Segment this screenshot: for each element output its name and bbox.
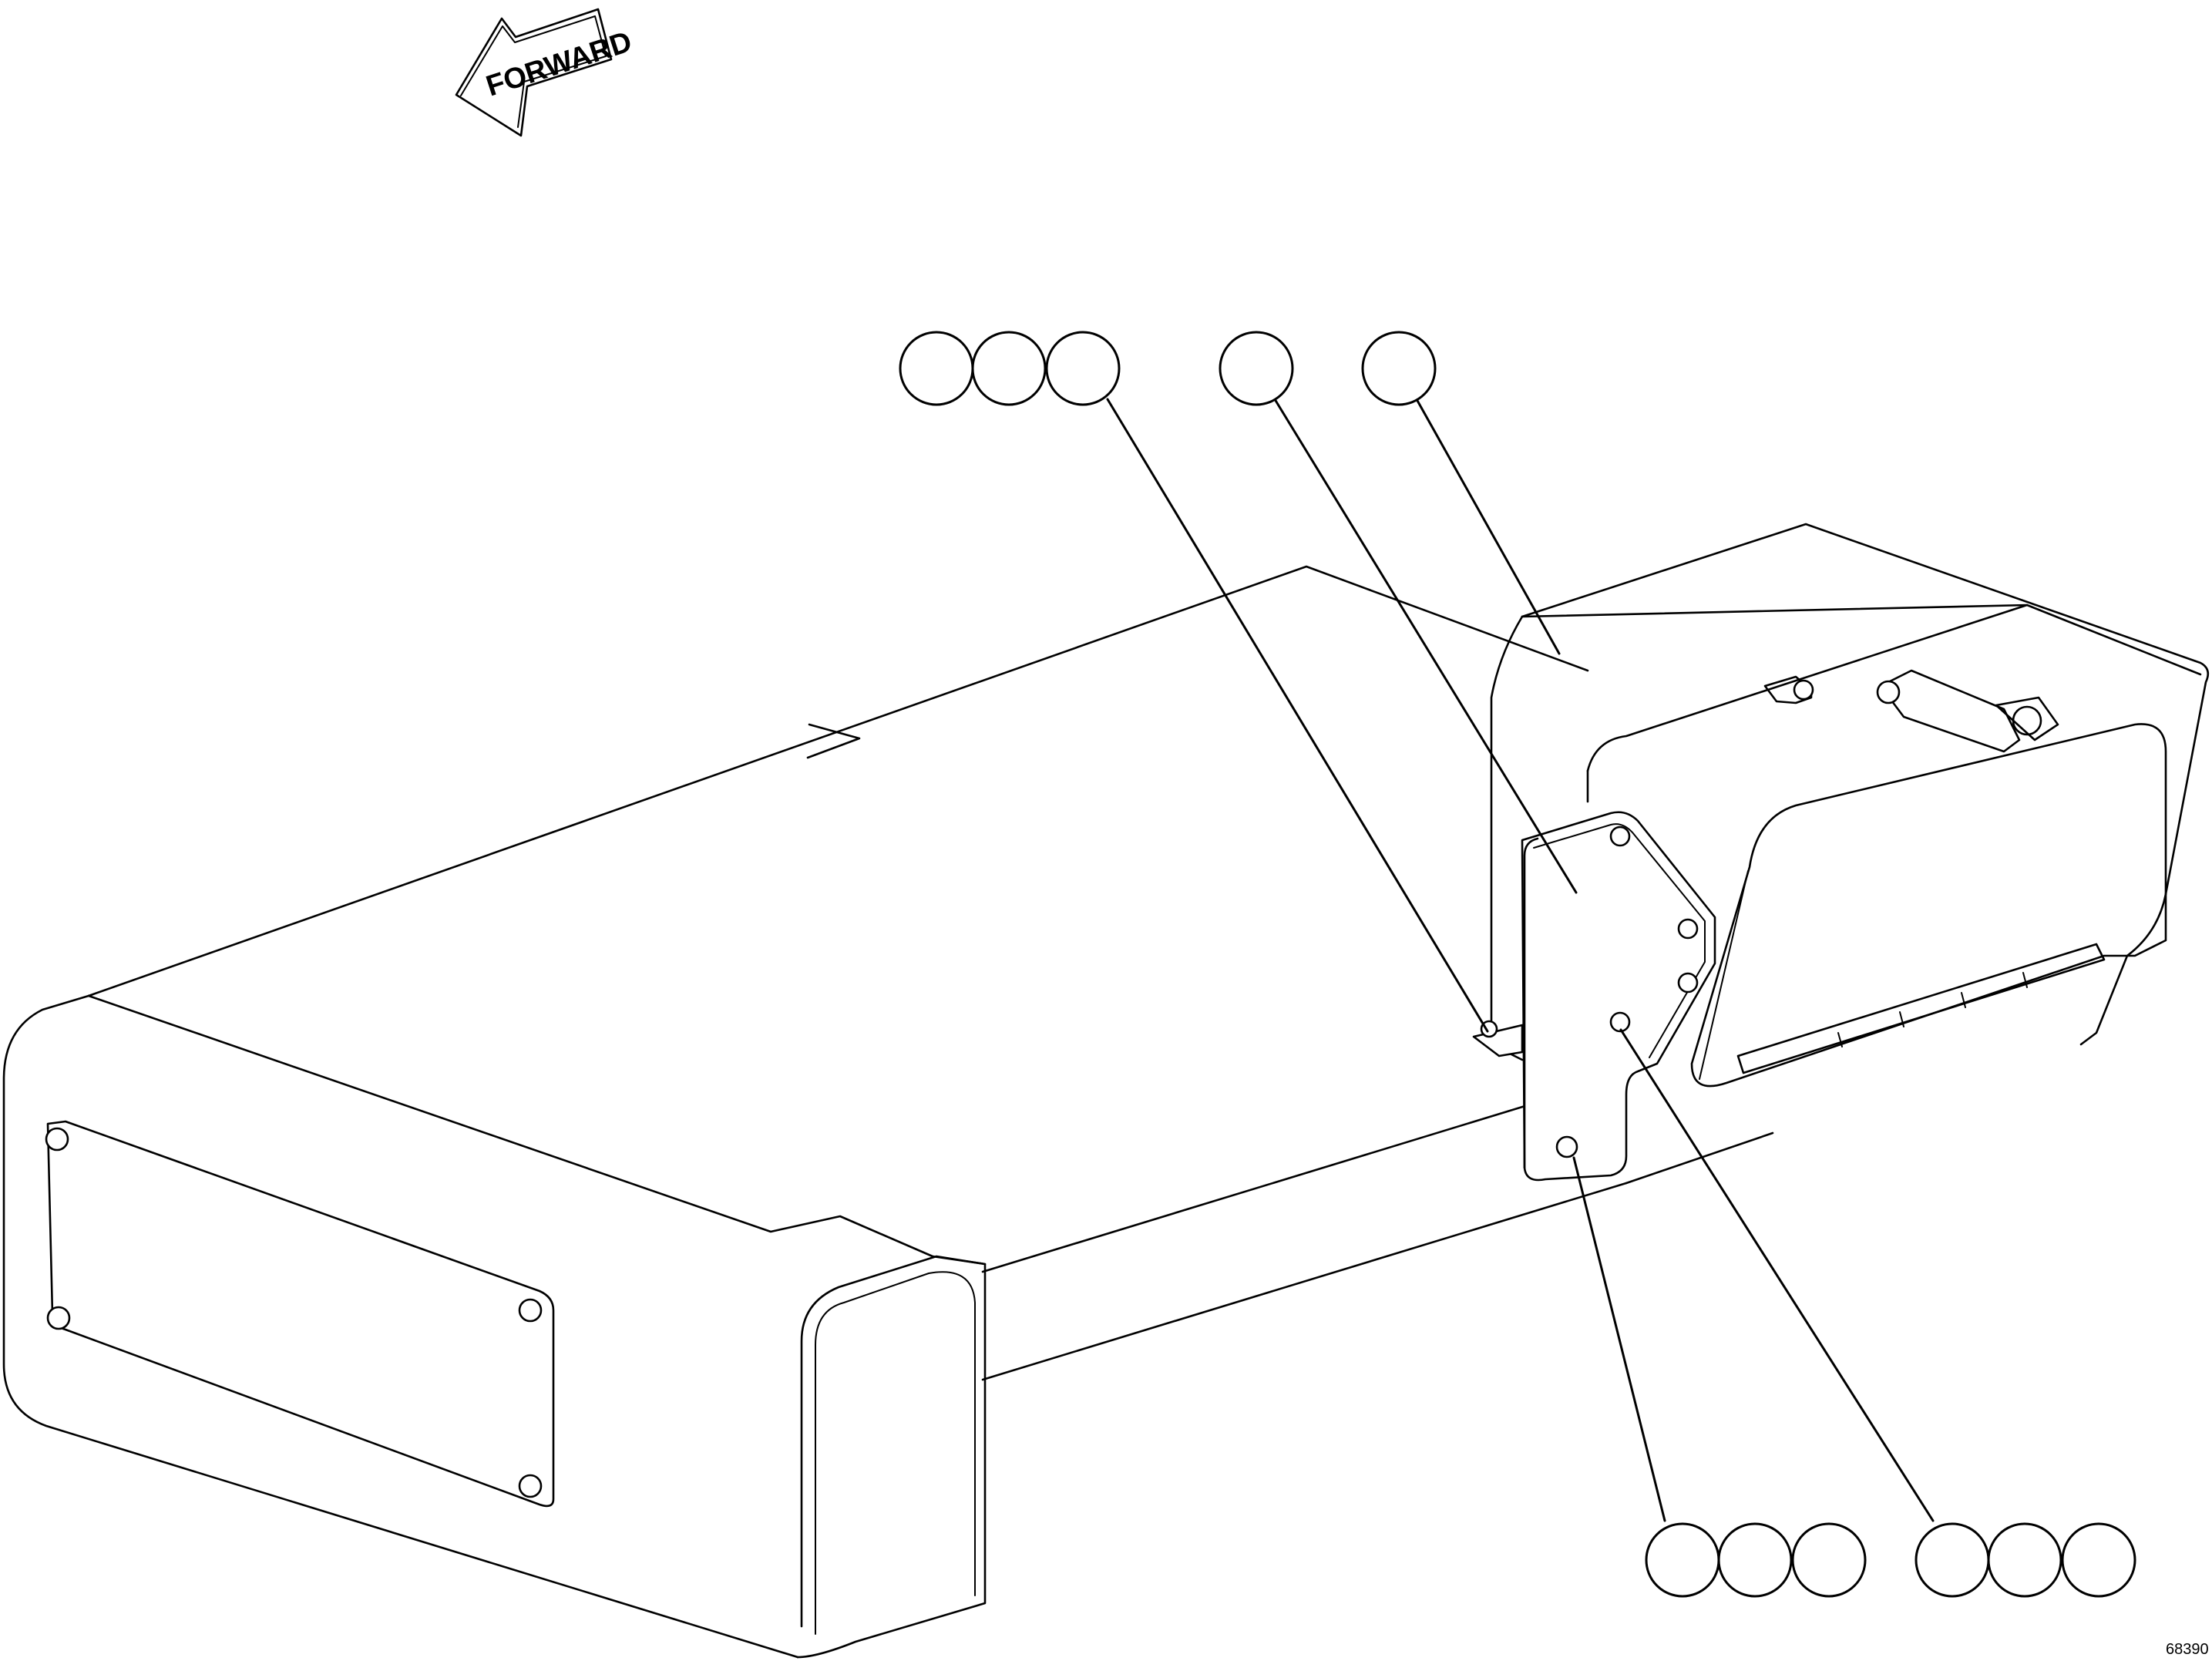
forward-arrow-label: FORWARD (482, 25, 636, 103)
panel-fastener (518, 1474, 543, 1498)
panel-fastener (518, 1298, 543, 1323)
callout-bubble[interactable] (1219, 331, 1294, 406)
callout-group-top-left (899, 331, 1121, 406)
callout-group-top-middle (1219, 331, 1294, 406)
leader-lines (1106, 398, 1935, 1522)
hinged-door (1690, 723, 2167, 1088)
panel-fastener (45, 1127, 69, 1152)
callout-group-bottom-right (1914, 1522, 2136, 1598)
console-body (2, 565, 1774, 1659)
callout-bubble[interactable] (1045, 331, 1121, 406)
latch-fastener (1876, 680, 1901, 704)
latch-fastener (1793, 679, 1814, 701)
callout-bubble[interactable] (1791, 1522, 1867, 1598)
bracket-fastener (1677, 918, 1699, 940)
mounting-bracket (1472, 811, 1716, 1182)
callout-bubble[interactable] (899, 331, 974, 406)
forward-arrow: FORWARD (455, 8, 636, 137)
callout-bubble[interactable] (1645, 1522, 1720, 1598)
latch-fastener (2012, 705, 2042, 736)
callout-group-top-right (1361, 331, 1437, 406)
callout-bubble[interactable] (1987, 1522, 2062, 1598)
bracket-fastener (1677, 972, 1699, 994)
callout-group-bottom-left (1645, 1522, 1867, 1598)
base-fastener (1480, 1020, 1498, 1038)
panel-fastener (46, 1306, 71, 1330)
callout-bubble[interactable] (971, 331, 1047, 406)
access-panel (45, 1120, 555, 1508)
callout-bubble[interactable] (2061, 1522, 2136, 1598)
figure-number: 68390 (2166, 1641, 2209, 1658)
callout-bubble[interactable] (1914, 1522, 1990, 1598)
callout-bubble[interactable] (1361, 331, 1437, 406)
bracket-fastener (1609, 1011, 1631, 1033)
bracket-fastener (1609, 825, 1631, 847)
callout-bubble[interactable] (1717, 1522, 1793, 1598)
bracket-fastener (1555, 1135, 1578, 1158)
latch-hardware (1763, 669, 2059, 753)
equipment-housing (1490, 523, 2210, 1061)
